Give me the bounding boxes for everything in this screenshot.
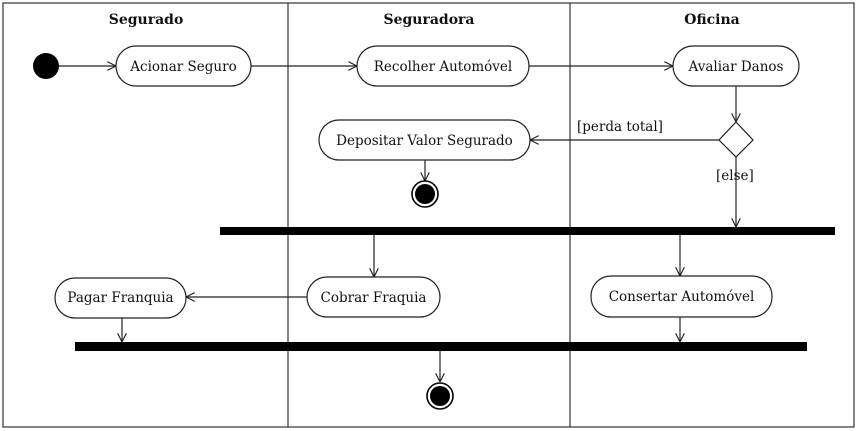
- lane-title-oficina: Oficina: [684, 12, 739, 28]
- decision-node: [718, 121, 754, 158]
- action-avaliar-danos: Avaliar Danos: [672, 45, 800, 87]
- action-label: Acionar Seguro: [129, 59, 236, 75]
- action-depositar-valor-segurado: Depositar Valor Segurado: [318, 119, 531, 161]
- action-label: Consertar Automóvel: [609, 289, 755, 305]
- action-label: Cobrar Fraquia: [321, 290, 427, 306]
- final-node-1: [411, 180, 439, 208]
- lane-title-segurado: Segurado: [109, 12, 184, 28]
- initial-node: [33, 53, 59, 79]
- action-pagar-franquia: Pagar Franquia: [54, 277, 187, 319]
- action-acionar-seguro: Acionar Seguro: [115, 45, 252, 87]
- action-consertar-automovel: Consertar Automóvel: [590, 275, 773, 318]
- fork-bar: [220, 227, 835, 235]
- action-label: Pagar Franquia: [67, 290, 173, 306]
- join-bar: [75, 342, 807, 351]
- lane-title-seguradora: Seguradora: [383, 12, 474, 28]
- guard-perda-total: [perda total]: [577, 119, 663, 135]
- final-node-2: [426, 382, 454, 410]
- action-recolher-automovel: Recolher Automóvel: [356, 45, 530, 87]
- action-label: Avaliar Danos: [688, 59, 784, 75]
- action-label: Recolher Automóvel: [374, 59, 512, 75]
- action-cobrar-fraquia: Cobrar Fraquia: [306, 276, 441, 318]
- action-label: Depositar Valor Segurado: [336, 133, 513, 149]
- guard-else: [else]: [716, 168, 754, 184]
